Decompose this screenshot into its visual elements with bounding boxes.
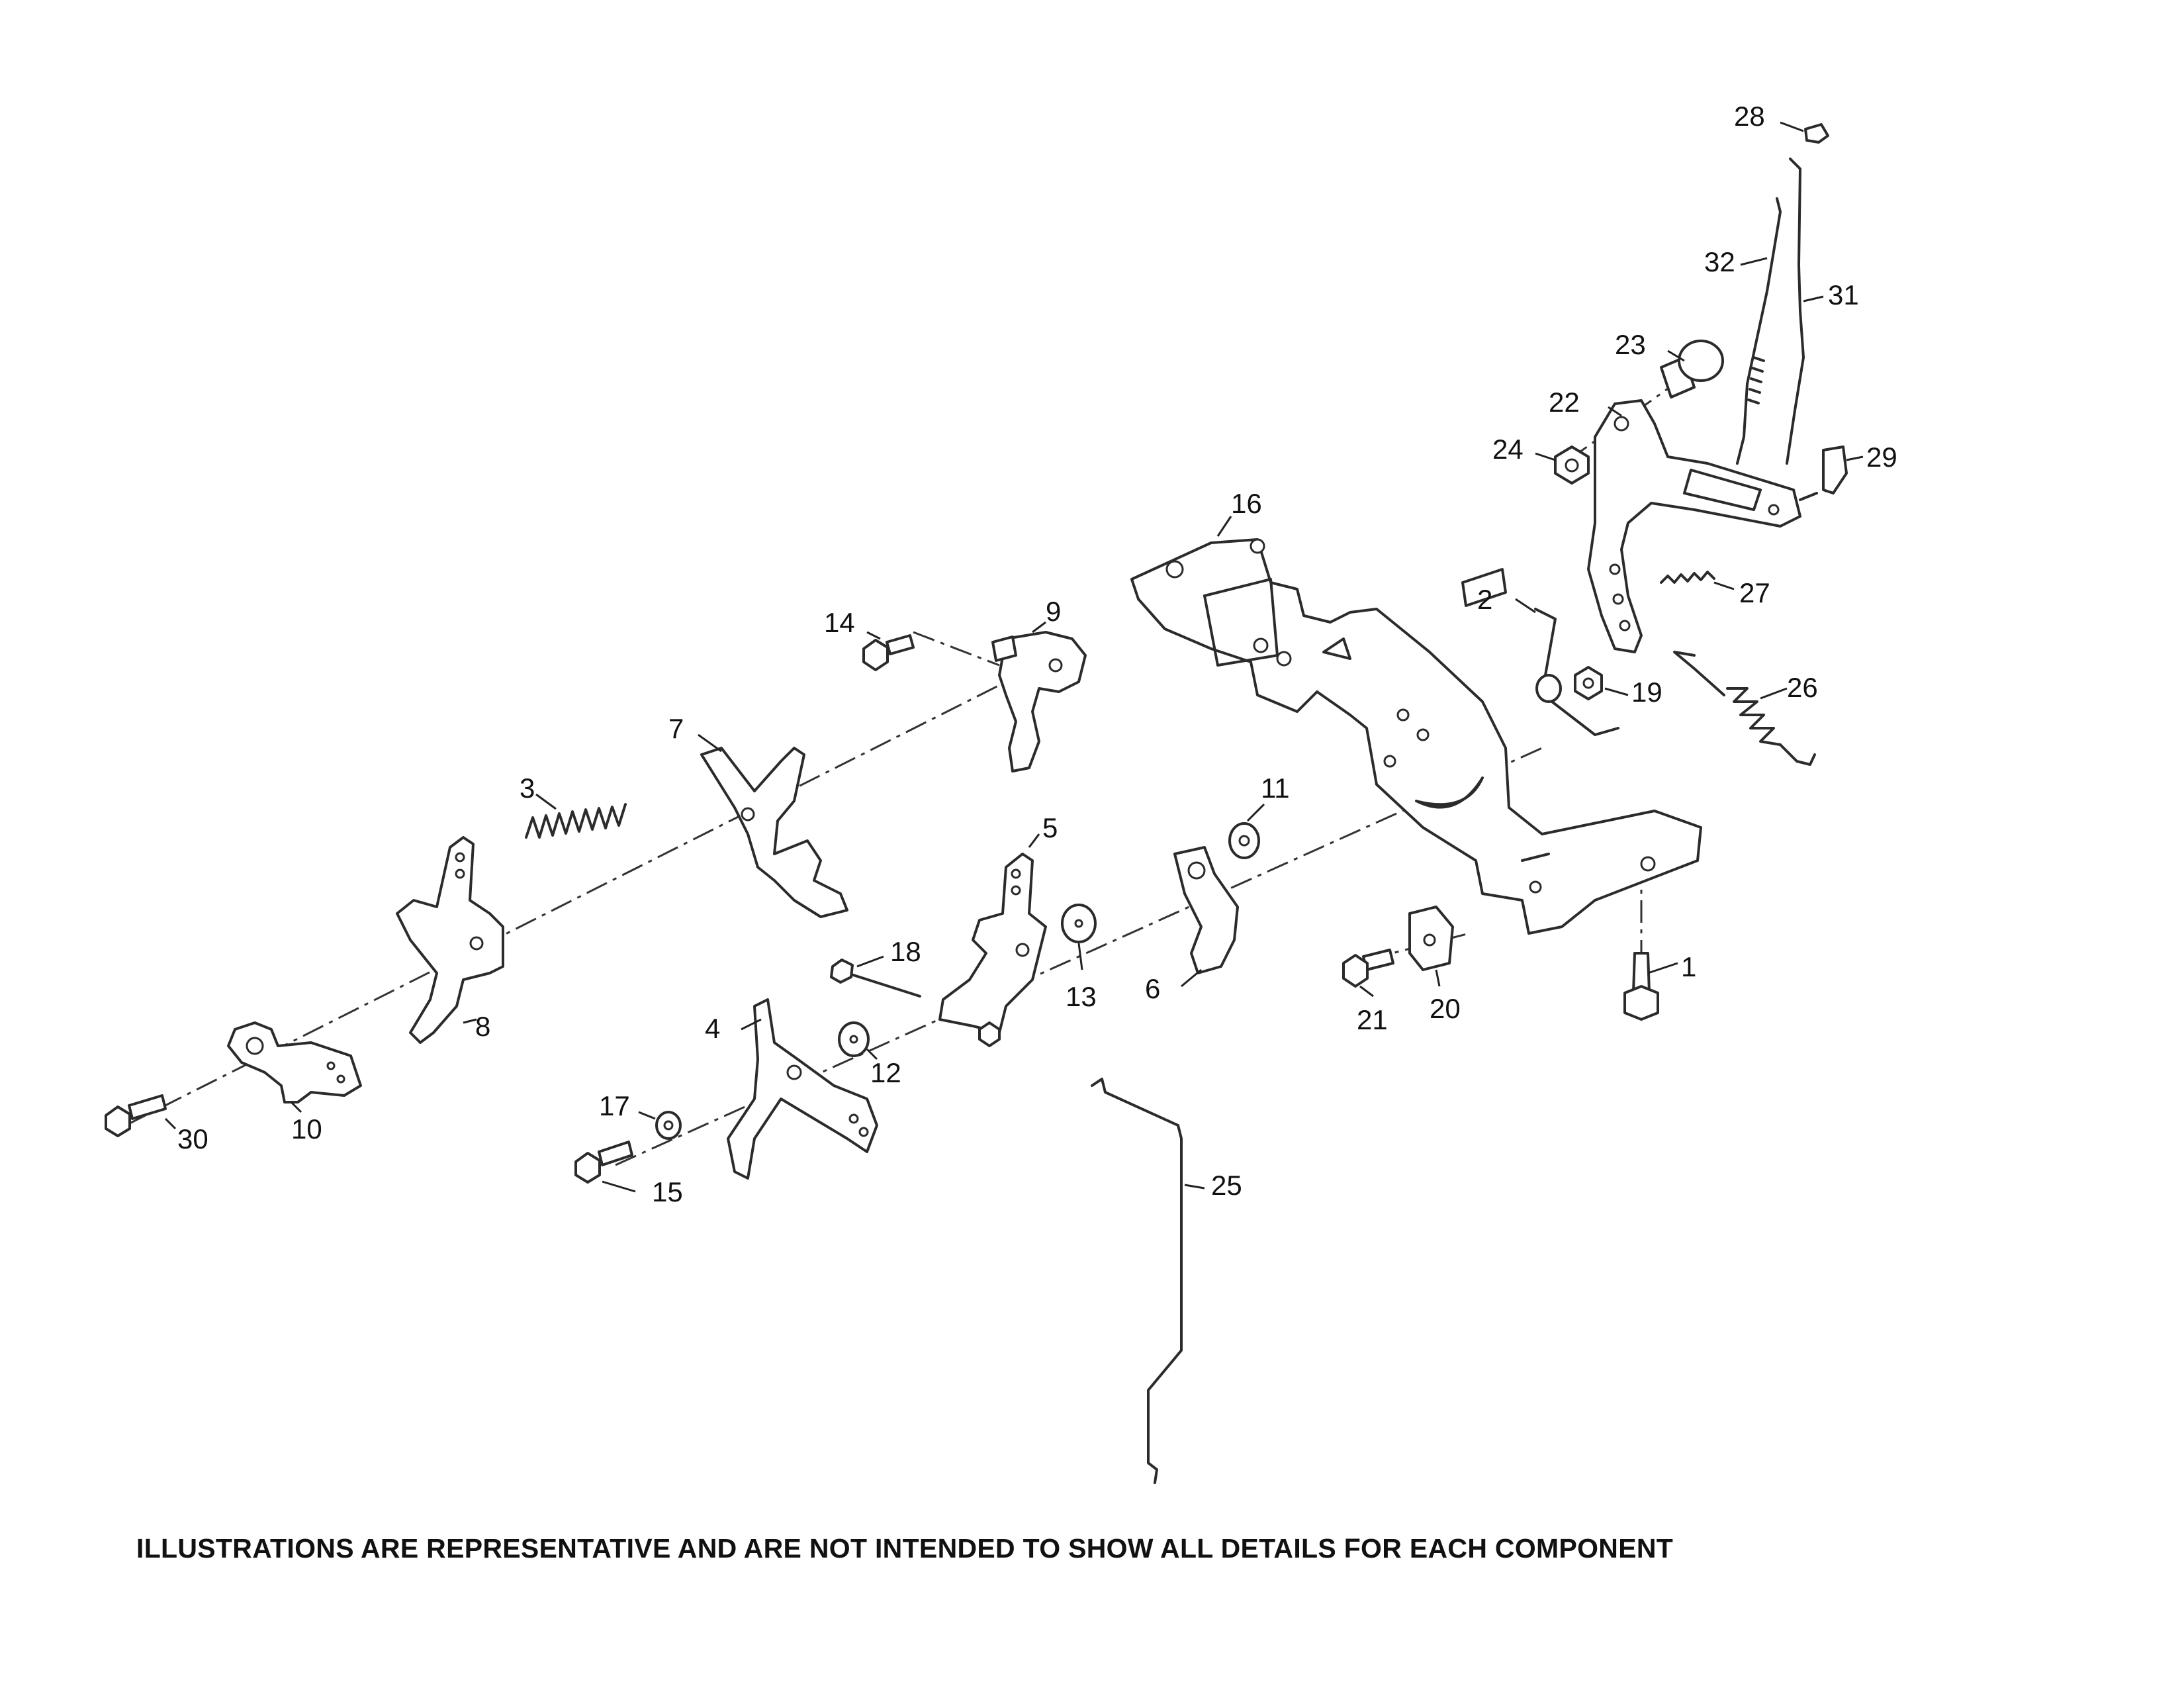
callout-24: 24 — [1492, 434, 1524, 465]
part-17-washer — [655, 1111, 682, 1140]
axis-pivot-23 — [1568, 383, 1675, 461]
callout-27: 27 — [1739, 577, 1770, 608]
part-4-lever — [727, 998, 878, 1180]
part-3-spring — [525, 803, 627, 839]
part-10-lever-plate — [227, 1021, 362, 1103]
callout-30: 30 — [177, 1123, 208, 1154]
callout-22: 22 — [1549, 387, 1580, 418]
axis-bolt-14 — [913, 631, 1000, 667]
callout-4: 4 — [705, 1013, 720, 1044]
part-13-washer — [1061, 904, 1097, 943]
callout-17: 17 — [599, 1090, 630, 1121]
part-19-nut — [1574, 666, 1603, 700]
part-21-bolt — [1342, 949, 1394, 988]
part-16-control-bracket — [1130, 538, 1702, 935]
part-11-washer — [1228, 822, 1260, 859]
part-27-spring — [1660, 571, 1715, 584]
callout-11: 11 — [1261, 773, 1290, 804]
callout-1: 1 — [1681, 951, 1696, 982]
part-2-torsion-spring — [1534, 608, 1619, 736]
callout-8: 8 — [475, 1011, 490, 1042]
part-24-nut — [1554, 445, 1590, 485]
part-8-lever — [396, 836, 504, 1044]
part-1-bolt — [1623, 952, 1659, 1021]
callout-25: 25 — [1211, 1170, 1242, 1201]
callout-26: 26 — [1787, 672, 1818, 703]
callout-28: 28 — [1734, 101, 1765, 132]
callout-13: 13 — [1066, 981, 1097, 1012]
callouts: 1 2 3 4 5 6 7 8 9 10 11 12 13 14 15 16 1 — [164, 101, 1897, 1207]
part-12-washer — [838, 1021, 870, 1057]
part-15-bolt — [574, 1141, 633, 1184]
callout-2: 2 — [1477, 584, 1492, 615]
callout-14: 14 — [824, 607, 855, 638]
part-23-knob — [1660, 340, 1724, 399]
part-9-lever-plate — [991, 631, 1087, 773]
callout-18: 18 — [890, 936, 921, 967]
callout-12: 12 — [870, 1057, 901, 1088]
callout-19: 19 — [1631, 677, 1662, 708]
part-5-lever — [938, 853, 1047, 1047]
callout-6: 6 — [1145, 973, 1160, 1004]
part-7-lever — [700, 747, 848, 918]
callout-15: 15 — [652, 1176, 683, 1207]
callout-10: 10 — [291, 1113, 322, 1145]
part-14-bolt — [862, 634, 915, 671]
part-29-clip — [1799, 445, 1848, 501]
callout-31: 31 — [1828, 279, 1859, 310]
part-31-link-rod — [1786, 158, 1805, 465]
callout-3: 3 — [520, 773, 535, 804]
part-20-clip-nut — [1408, 906, 1454, 971]
callout-29: 29 — [1866, 442, 1897, 473]
part-6-lever — [1173, 846, 1239, 974]
part-30-bolt — [105, 1094, 167, 1137]
part-26-extension-spring — [1673, 651, 1816, 766]
callout-9: 9 — [1046, 596, 1061, 627]
callout-7: 7 — [668, 713, 684, 744]
disclaimer-note: ILLUSTRATIONS ARE REPRESENTATIVE AND ARE… — [136, 1533, 1674, 1564]
callout-16: 16 — [1231, 488, 1262, 519]
part-32-spring-rod — [1736, 197, 1782, 465]
callout-21: 21 — [1357, 1004, 1388, 1035]
part-22-control-lever — [1587, 399, 1801, 653]
part-25-rod — [1091, 1078, 1183, 1484]
part-28-clip — [1804, 123, 1829, 144]
part-18-bolt — [830, 959, 921, 998]
callout-5: 5 — [1042, 812, 1058, 843]
callout-20: 20 — [1430, 993, 1461, 1024]
callout-32: 32 — [1704, 246, 1735, 277]
callout-23: 23 — [1615, 329, 1646, 360]
